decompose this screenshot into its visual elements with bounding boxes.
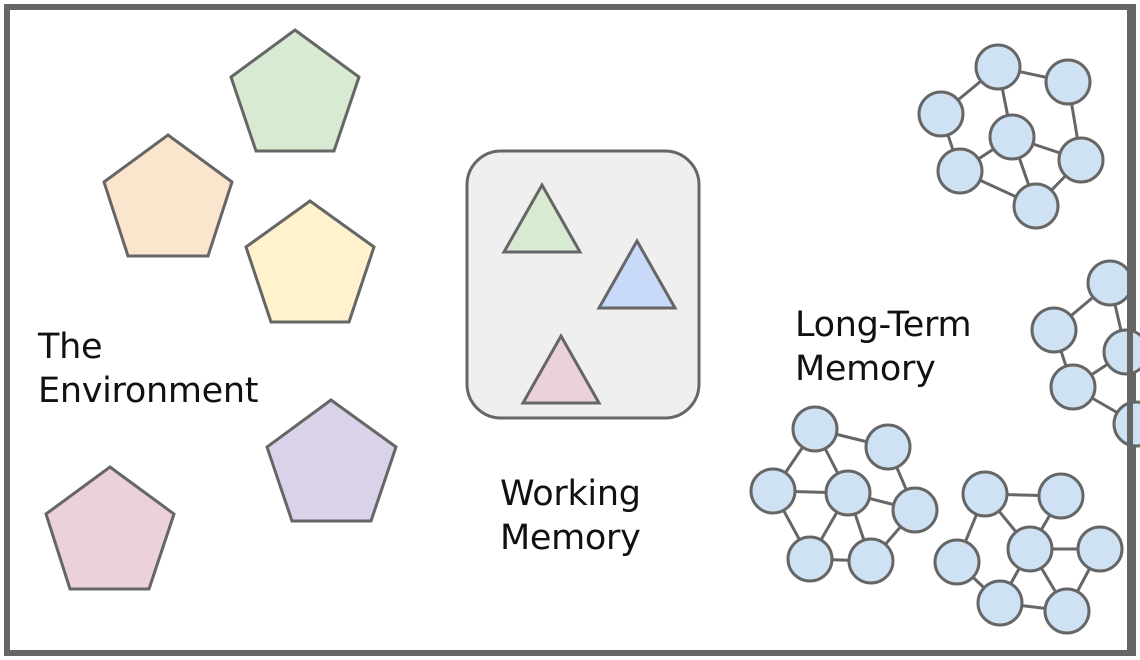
network-nodes [917, 43, 1105, 230]
network-node [1057, 136, 1105, 184]
environment-label: The Environment [38, 325, 258, 413]
long-term-memory-label-line2: Memory [795, 349, 936, 389]
network-node [961, 470, 1009, 518]
network-node [1049, 363, 1097, 411]
network-node [1012, 182, 1060, 230]
network-node [917, 90, 965, 138]
network-node [1043, 587, 1091, 635]
working-memory-label-line1: Working [500, 474, 641, 514]
memory-network-top [917, 43, 1105, 230]
triangle-pink [520, 332, 602, 405]
pentagon-pink [44, 465, 176, 591]
environment-pentagons [44, 28, 398, 591]
network-node [864, 423, 912, 471]
network-node [1076, 525, 1124, 573]
long-term-memory-label-line1: Long-Term [795, 305, 972, 345]
triangle-green [501, 181, 583, 254]
pentagon-orange [102, 133, 234, 258]
pentagon-green [229, 28, 361, 153]
pentagon-yellow [244, 199, 376, 324]
network-node [936, 147, 984, 195]
network-nodes [749, 405, 939, 585]
network-node [1102, 328, 1140, 376]
network-node [824, 469, 872, 517]
network-node [976, 579, 1024, 627]
working-memory-label: Working Memory [500, 472, 641, 560]
network-node [791, 405, 839, 453]
network-node [988, 113, 1036, 161]
network-node [1037, 472, 1085, 520]
long-term-memory-label: Long-Term Memory [795, 303, 972, 391]
network-node [933, 538, 981, 586]
pentagon-purple [265, 398, 398, 523]
network-node [749, 467, 797, 515]
memory-network-bottom-left [749, 405, 939, 585]
network-node [1086, 259, 1134, 307]
network-node [1044, 58, 1092, 106]
network-node [974, 43, 1022, 91]
environment-label-line2: Environment [38, 371, 259, 411]
working-memory-label-line2: Memory [500, 518, 641, 558]
network-node [891, 486, 939, 534]
network-nodes [933, 470, 1124, 635]
memory-network-bottom-right [933, 470, 1124, 635]
triangle-blue [596, 237, 678, 310]
network-node [1006, 525, 1054, 573]
network-node [847, 537, 895, 585]
network-node [786, 535, 834, 583]
network-node [1030, 306, 1078, 354]
working-memory-triangles [501, 181, 678, 405]
environment-label-line1: The [38, 327, 103, 367]
